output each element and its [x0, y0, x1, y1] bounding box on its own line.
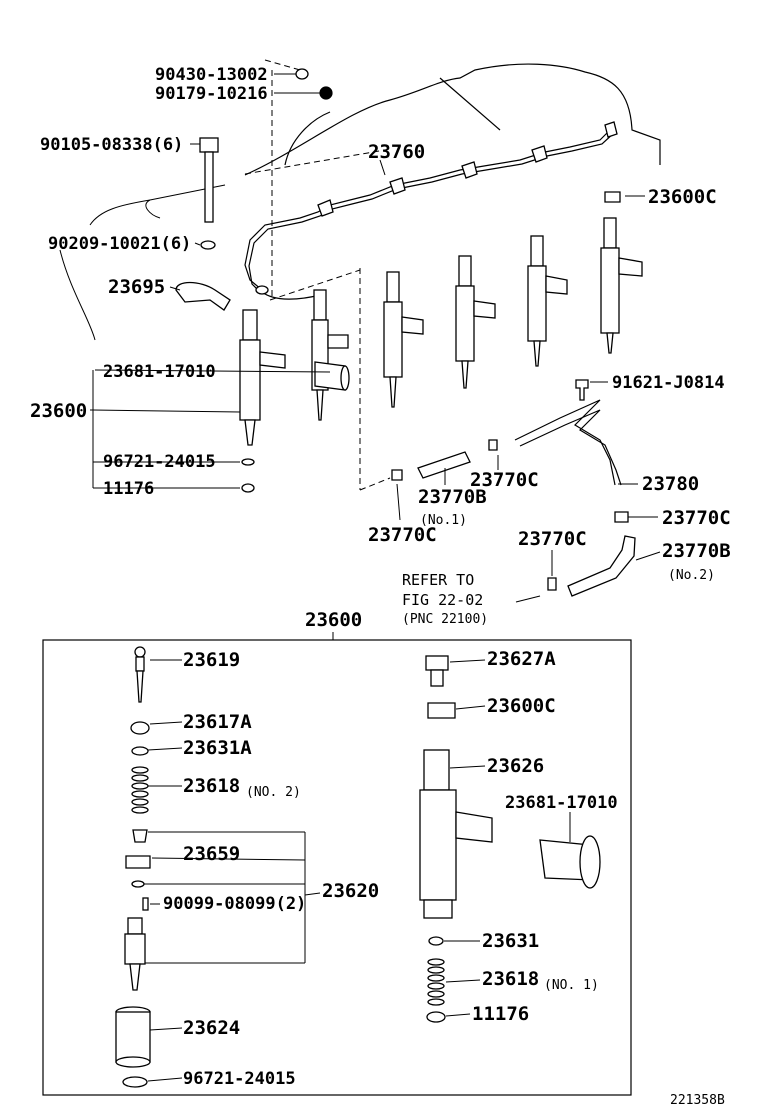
label-23659: 23659 [183, 843, 240, 865]
figure-code: 221358B [670, 1093, 725, 1108]
label-23619: 23619 [183, 649, 240, 671]
washer-90209 [200, 240, 216, 250]
label-23631: 23631 [482, 930, 539, 952]
label-91621: 91621-J0814 [612, 373, 725, 393]
note-no1-upper: (No.1) [420, 513, 467, 528]
label-90430: 90430-13002 [155, 65, 268, 85]
label-23618-no2: 23618 [183, 775, 240, 797]
note-no1-lower: (NO. 1) [544, 978, 599, 993]
label-11176-upper: 11176 [103, 479, 154, 499]
note-no2-upper: (No.2) [668, 568, 715, 583]
fuel-return-pipe [244, 121, 618, 300]
label-23770c-b: 23770C [368, 524, 437, 546]
clip-23600c-lower [427, 702, 456, 719]
bolt-91621 [575, 379, 589, 401]
spacer-23617a [130, 721, 150, 735]
pin-90099 [142, 897, 149, 911]
label-23770b-b: 23770B [662, 540, 731, 562]
label-23627a: 23627A [487, 648, 556, 670]
refer-line-1: REFER TO [402, 571, 474, 589]
label-23780: 23780 [642, 473, 699, 495]
nut-23624 [115, 1006, 151, 1068]
pipe-23780 [514, 399, 622, 486]
washer-96721-upper [241, 458, 255, 466]
bolt-90105 [199, 137, 219, 223]
label-90099: 90099-08099(2) [163, 894, 306, 914]
bolt-23627a [425, 655, 449, 687]
label-96721-upper: 96721-24015 [103, 452, 216, 472]
label-23770c-c: 23770C [662, 507, 731, 529]
nozzle-23620 [124, 917, 146, 991]
sleeve-23681 [539, 835, 601, 889]
label-23695: 23695 [108, 276, 165, 298]
label-90105: 90105-08338(6) [40, 135, 183, 155]
nut-90179 [319, 86, 333, 100]
label-90179: 90179-10216 [155, 84, 268, 104]
label-23631a: 23631A [183, 737, 252, 759]
washer-lower [131, 880, 145, 888]
pin-23619 [134, 646, 146, 703]
label-23770c-d: 23770C [518, 528, 587, 550]
label-11176-lower: 11176 [472, 1003, 529, 1025]
seal-11176-upper [241, 483, 255, 493]
label-23600-left: 23600 [30, 400, 87, 422]
washer-96721-lower [122, 1076, 148, 1088]
refer-line-2: FIG 22-02 [402, 591, 483, 609]
shim-23631a [131, 746, 149, 756]
label-90209: 90209-10021(6) [48, 234, 191, 254]
label-23681-upper: 23681-17010 [103, 362, 216, 382]
refer-arrow [515, 595, 541, 603]
clip-23770c-1 [391, 469, 403, 481]
label-23681-lower: 23681-17010 [505, 793, 618, 813]
refer-line-3: (PNC 22100) [402, 612, 488, 627]
label-96721-lower: 96721-24015 [183, 1069, 296, 1089]
upper-leader-lines [59, 73, 661, 576]
spring-23618-no1 [427, 958, 445, 1006]
label-23617a: 23617A [183, 711, 252, 733]
piece-23659 [125, 855, 151, 869]
spring-23618-no2 [131, 766, 149, 814]
label-23760: 23760 [368, 141, 425, 163]
label-23620: 23620 [322, 880, 379, 902]
clamp-23695 [175, 281, 231, 311]
label-23624: 23624 [183, 1017, 240, 1039]
gasket-90430 [295, 68, 309, 80]
label-23600c-lower: 23600C [487, 695, 556, 717]
note-no2-lower: (NO. 2) [246, 785, 301, 800]
installed-injectors [311, 217, 643, 421]
retainer-small [132, 829, 148, 843]
exploded-injector-upper [239, 309, 350, 446]
hose-23770b-no1 [417, 451, 471, 479]
box-title: 23600 [305, 609, 362, 631]
clip-23770c-4 [547, 577, 557, 591]
component-box [42, 639, 632, 1096]
label-23770b-a: 23770B [418, 486, 487, 508]
clip-23770c-2 [488, 439, 498, 451]
shim-23631 [428, 936, 444, 946]
label-23626: 23626 [487, 755, 544, 777]
clip-23770c-3 [614, 511, 629, 523]
seal-11176-lower [426, 1011, 446, 1023]
hose-23770b-no2 [567, 535, 636, 597]
body-23626 [419, 749, 493, 919]
label-23600c-upper: 23600C [648, 186, 717, 208]
lower-leader-lines [144, 659, 571, 1082]
clip-23600c-upper [604, 191, 621, 203]
label-23770c-a: 23770C [470, 469, 539, 491]
label-23618-no1: 23618 [482, 968, 539, 990]
engine-head-outline [145, 59, 661, 491]
